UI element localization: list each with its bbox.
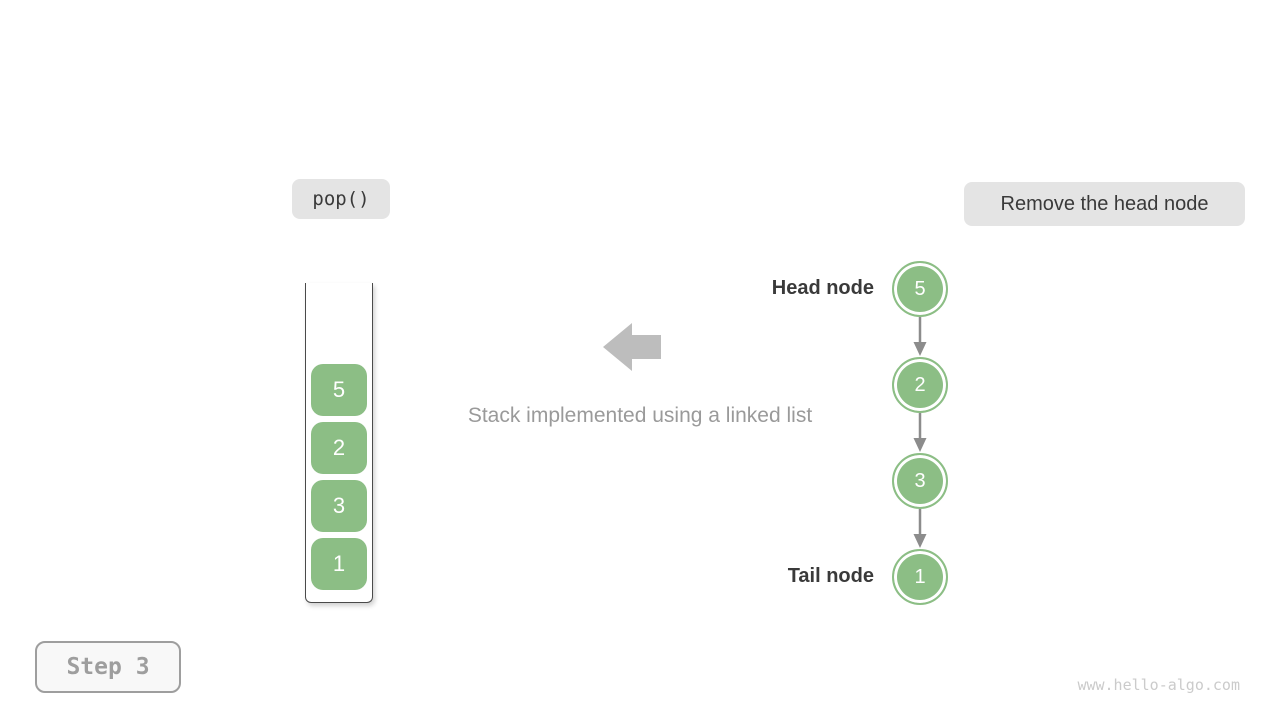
linked-list-node: 3 (892, 453, 948, 509)
linked-list-node: 1 (892, 549, 948, 605)
step-badge: Step 3 (35, 641, 181, 693)
down-arrow-icon (913, 317, 927, 356)
stack-item: 3 (311, 480, 367, 532)
linked-list-node: 5 (892, 261, 948, 317)
head-node-label: Head node (771, 277, 874, 299)
down-arrow-icon (913, 509, 927, 548)
caption-text: Stack implemented using a linked list (467, 404, 813, 427)
stack-item: 2 (311, 422, 367, 474)
stack-item: 1 (311, 538, 367, 590)
stack-item: 5 (311, 364, 367, 416)
linked-list-node: 2 (892, 357, 948, 413)
watermark-text: www.hello-algo.com (1077, 676, 1240, 694)
left-arrow-icon (603, 323, 661, 371)
action-description-label: Remove the head node (964, 182, 1245, 226)
tail-node-label: Tail node (787, 565, 874, 587)
pop-operation-label: pop() (292, 179, 390, 219)
down-arrow-icon (913, 413, 927, 452)
stack-container: 5 2 3 1 (305, 283, 373, 603)
